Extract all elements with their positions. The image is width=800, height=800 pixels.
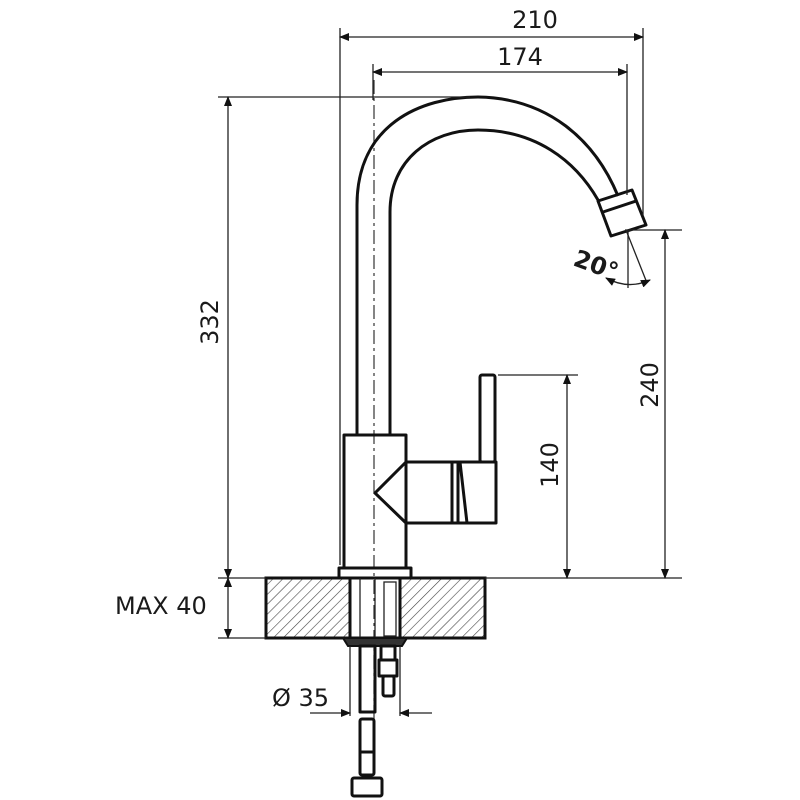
lever-base [456, 460, 498, 525]
dim-hole-diameter: Ø 35 [272, 684, 329, 712]
spout-outlet [596, 188, 648, 238]
faucet-body [337, 373, 498, 580]
spout [355, 95, 648, 435]
lever-handle [478, 373, 497, 464]
dim-spout-angle: 20° [570, 244, 622, 286]
countertop-section [264, 576, 487, 640]
dim-overall-reach: 210 [512, 6, 558, 34]
supply-hoses [341, 637, 409, 798]
dim-overall-height: 332 [196, 299, 224, 345]
dim-spout-reach: 174 [497, 43, 543, 71]
dim-lever-height: 140 [536, 442, 564, 488]
dim-max-counter-thickness: MAX 40 [115, 592, 207, 620]
dimension-lines [218, 28, 682, 717]
dim-spout-outlet-height: 240 [636, 362, 664, 408]
